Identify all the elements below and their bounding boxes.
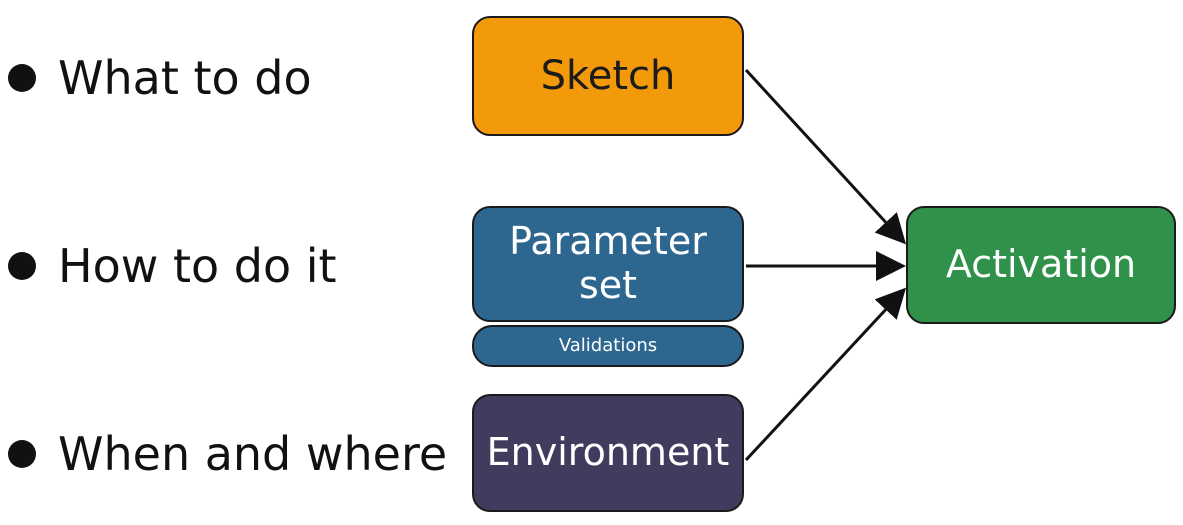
activation-box: Activation — [906, 206, 1176, 324]
bullet-dot-icon — [8, 440, 36, 468]
parameter-set-box: Parameter set — [472, 206, 744, 322]
bullet-dot-icon — [8, 252, 36, 280]
bullet-how-to-do-it: How to do it — [8, 236, 337, 296]
bullet-what-to-do: What to do — [8, 48, 312, 108]
bullet-when-and-where: When and where — [8, 424, 447, 484]
bullet-label: How to do it — [58, 239, 337, 293]
arrow-sketch-to-activation — [744, 68, 907, 245]
sketch-box: Sketch — [472, 16, 744, 136]
activation-label: Activation — [945, 242, 1137, 287]
validations-label: Validations — [558, 334, 658, 356]
arrow-environment-to-activation — [744, 287, 907, 462]
sketch-label: Sketch — [540, 53, 676, 99]
parameter-set-label-line2: set — [578, 263, 638, 307]
bullet-dot-icon — [8, 64, 36, 92]
bullet-label: When and where — [58, 427, 448, 481]
parameter-set-label-line1: Parameter — [509, 219, 707, 264]
validations-box: Validations — [472, 325, 744, 367]
environment-label: Environment — [486, 430, 730, 475]
bullet-label: What to do — [58, 51, 312, 105]
environment-box: Environment — [472, 394, 744, 512]
